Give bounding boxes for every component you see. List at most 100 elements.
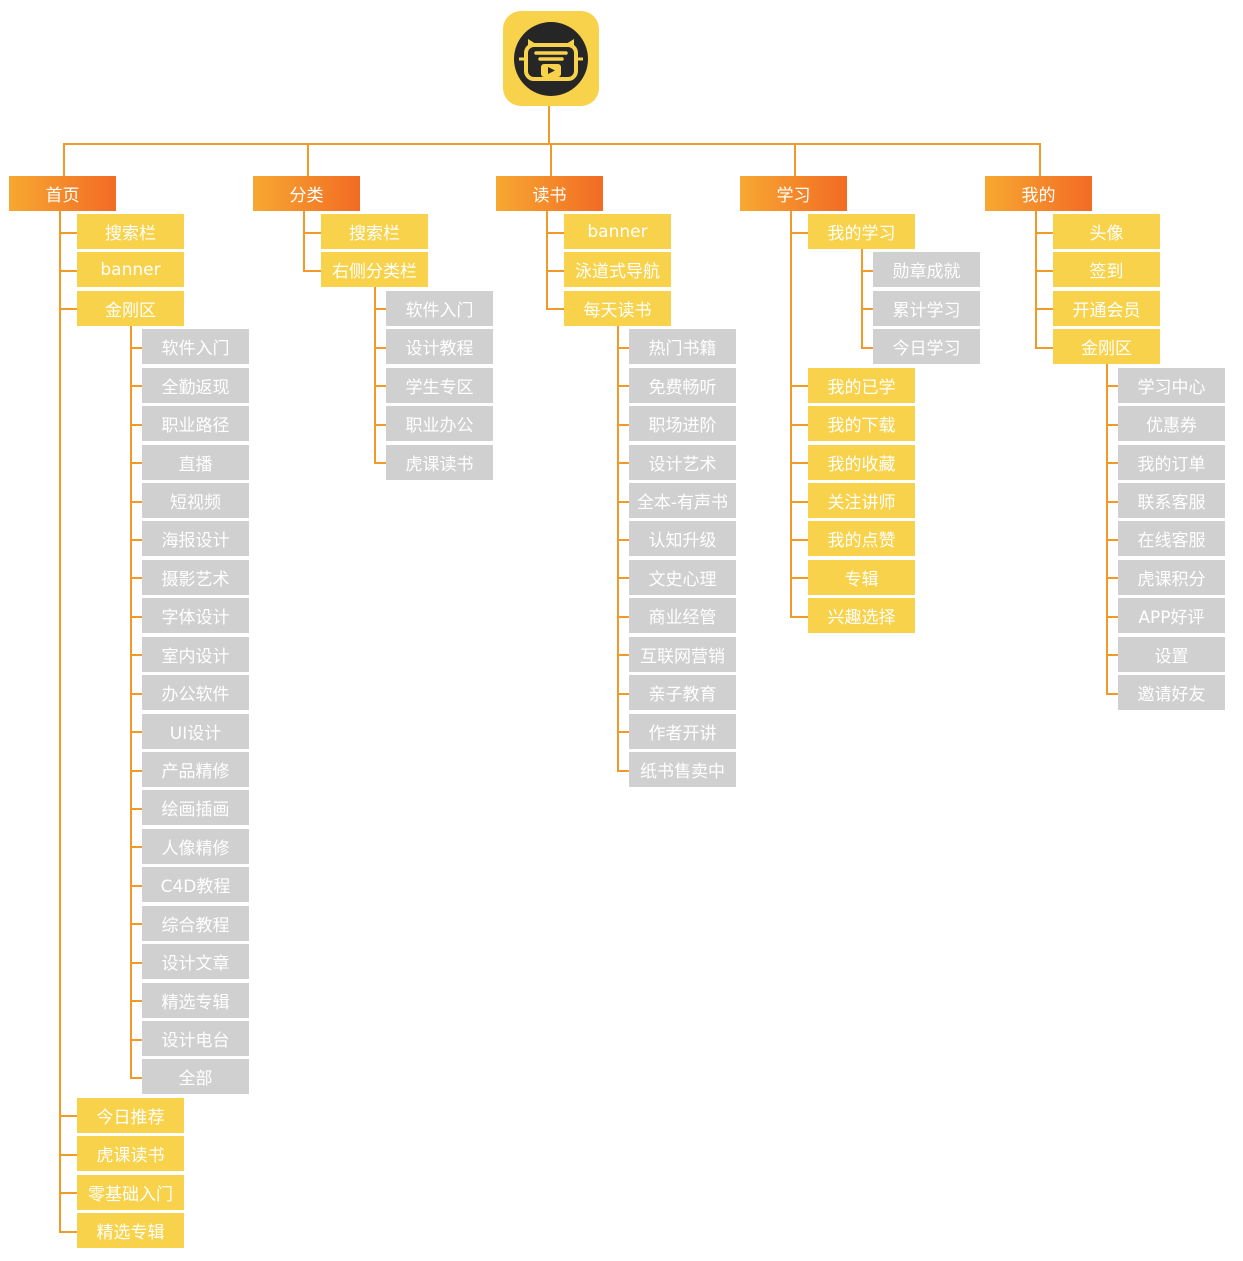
level3-node: 纸书售卖中 — [629, 752, 736, 788]
connector-line — [130, 500, 142, 503]
connector-line — [861, 249, 863, 349]
level2-node: 泳道式导航 — [564, 252, 671, 288]
connector-line — [374, 287, 376, 465]
connector-line — [374, 346, 386, 349]
connector-line — [1035, 308, 1053, 311]
connector-line — [130, 615, 142, 618]
level3-node: 室内设计 — [142, 636, 249, 672]
level3-node: 全本-有声书 — [629, 483, 736, 518]
level2-node: 搜索栏 — [321, 214, 428, 249]
connector-line — [546, 211, 548, 311]
connector-line — [546, 231, 564, 234]
level2-node: 我的下载 — [808, 406, 915, 442]
connector-line — [130, 1038, 142, 1041]
connector-line — [130, 961, 142, 964]
level3-node: 软件入门 — [142, 329, 249, 365]
connector-line — [130, 325, 132, 1079]
connector-line — [374, 462, 386, 465]
level3-node: 文史心理 — [629, 559, 736, 595]
level2-node: 专辑 — [808, 559, 915, 595]
level3-node: UI设计 — [142, 713, 249, 749]
level3-node: 认知升级 — [629, 521, 736, 557]
connector-line — [617, 577, 629, 580]
level3-node: 办公软件 — [142, 675, 249, 711]
level2-node: 我的点赞 — [808, 521, 915, 557]
level3-node: C4D教程 — [142, 867, 249, 903]
connector-line — [617, 731, 629, 734]
connector-line — [617, 462, 629, 465]
connector-line — [130, 346, 142, 349]
connector-line — [793, 143, 796, 176]
connector-line — [546, 269, 564, 272]
connector-line — [59, 1230, 77, 1233]
connector-line — [1106, 500, 1118, 503]
level3-node: 学习中心 — [1118, 367, 1225, 403]
level1-node: 首页 — [9, 176, 116, 211]
connector-line — [790, 500, 808, 503]
connector-line — [1106, 692, 1118, 695]
level3-node: 联系客服 — [1118, 483, 1225, 518]
connector-line — [374, 423, 386, 426]
app-logo — [503, 11, 599, 106]
level3-node: 设置 — [1118, 636, 1225, 672]
connector-line — [303, 211, 305, 272]
level3-node: 学生专区 — [386, 367, 493, 403]
level2-node: banner — [564, 214, 671, 249]
level3-node: 设计电台 — [142, 1021, 249, 1057]
connector-line — [790, 538, 808, 541]
level2-node: 零基础入门 — [77, 1174, 184, 1210]
connector-line — [130, 807, 142, 810]
level3-node: 累计学习 — [873, 290, 980, 326]
level3-node: 绘画插画 — [142, 790, 249, 826]
level2-node: 我的学习 — [808, 214, 915, 249]
level3-node: 短视频 — [142, 483, 249, 518]
level3-node: 邀请好友 — [1118, 675, 1225, 711]
level3-node: 职业办公 — [386, 406, 493, 442]
level2-node: banner — [77, 252, 184, 288]
level3-node: 全勤返现 — [142, 367, 249, 403]
level1-node: 学习 — [740, 176, 847, 211]
level3-node: 产品精修 — [142, 752, 249, 788]
level2-node: 精选专辑 — [77, 1213, 184, 1249]
connector-line — [549, 143, 552, 176]
level2-node: 签到 — [1053, 252, 1160, 288]
connector-line — [790, 577, 808, 580]
level2-node: 今日推荐 — [77, 1097, 184, 1133]
connector-line — [1106, 577, 1118, 580]
level3-node: 职场进阶 — [629, 406, 736, 442]
connector-line — [130, 692, 142, 695]
level3-node: 设计教程 — [386, 329, 493, 365]
connector-line — [1106, 538, 1118, 541]
level3-node: 人像精修 — [142, 828, 249, 864]
connector-line — [1106, 385, 1118, 388]
level3-node: APP好评 — [1118, 598, 1225, 634]
level3-node: 商业经管 — [629, 598, 736, 634]
connector-line — [59, 308, 77, 311]
level3-node: 我的订单 — [1118, 444, 1225, 480]
connector-line — [130, 769, 142, 772]
level3-node: 勋章成就 — [873, 252, 980, 288]
level3-node: 软件入门 — [386, 290, 493, 326]
connector-line — [617, 346, 629, 349]
level1-node: 分类 — [253, 176, 360, 211]
connector-line — [617, 538, 629, 541]
connector-line — [861, 346, 873, 349]
connector-line — [790, 423, 808, 426]
level2-node: 我的已学 — [808, 367, 915, 403]
level2-node: 每天读书 — [564, 290, 671, 326]
level1-node: 读书 — [496, 176, 603, 211]
connector-line — [1035, 231, 1053, 234]
level3-node: 全部 — [142, 1059, 249, 1095]
connector-line — [1035, 211, 1037, 349]
connector-line — [1106, 423, 1118, 426]
connector-line — [130, 423, 142, 426]
connector-line — [617, 500, 629, 503]
level2-node: 搜索栏 — [77, 214, 184, 249]
connector-line — [130, 538, 142, 541]
level3-node: 优惠券 — [1118, 406, 1225, 442]
connector-line — [1038, 143, 1041, 176]
connector-line — [130, 577, 142, 580]
level3-node: 字体设计 — [142, 598, 249, 634]
level3-node: 直播 — [142, 444, 249, 480]
